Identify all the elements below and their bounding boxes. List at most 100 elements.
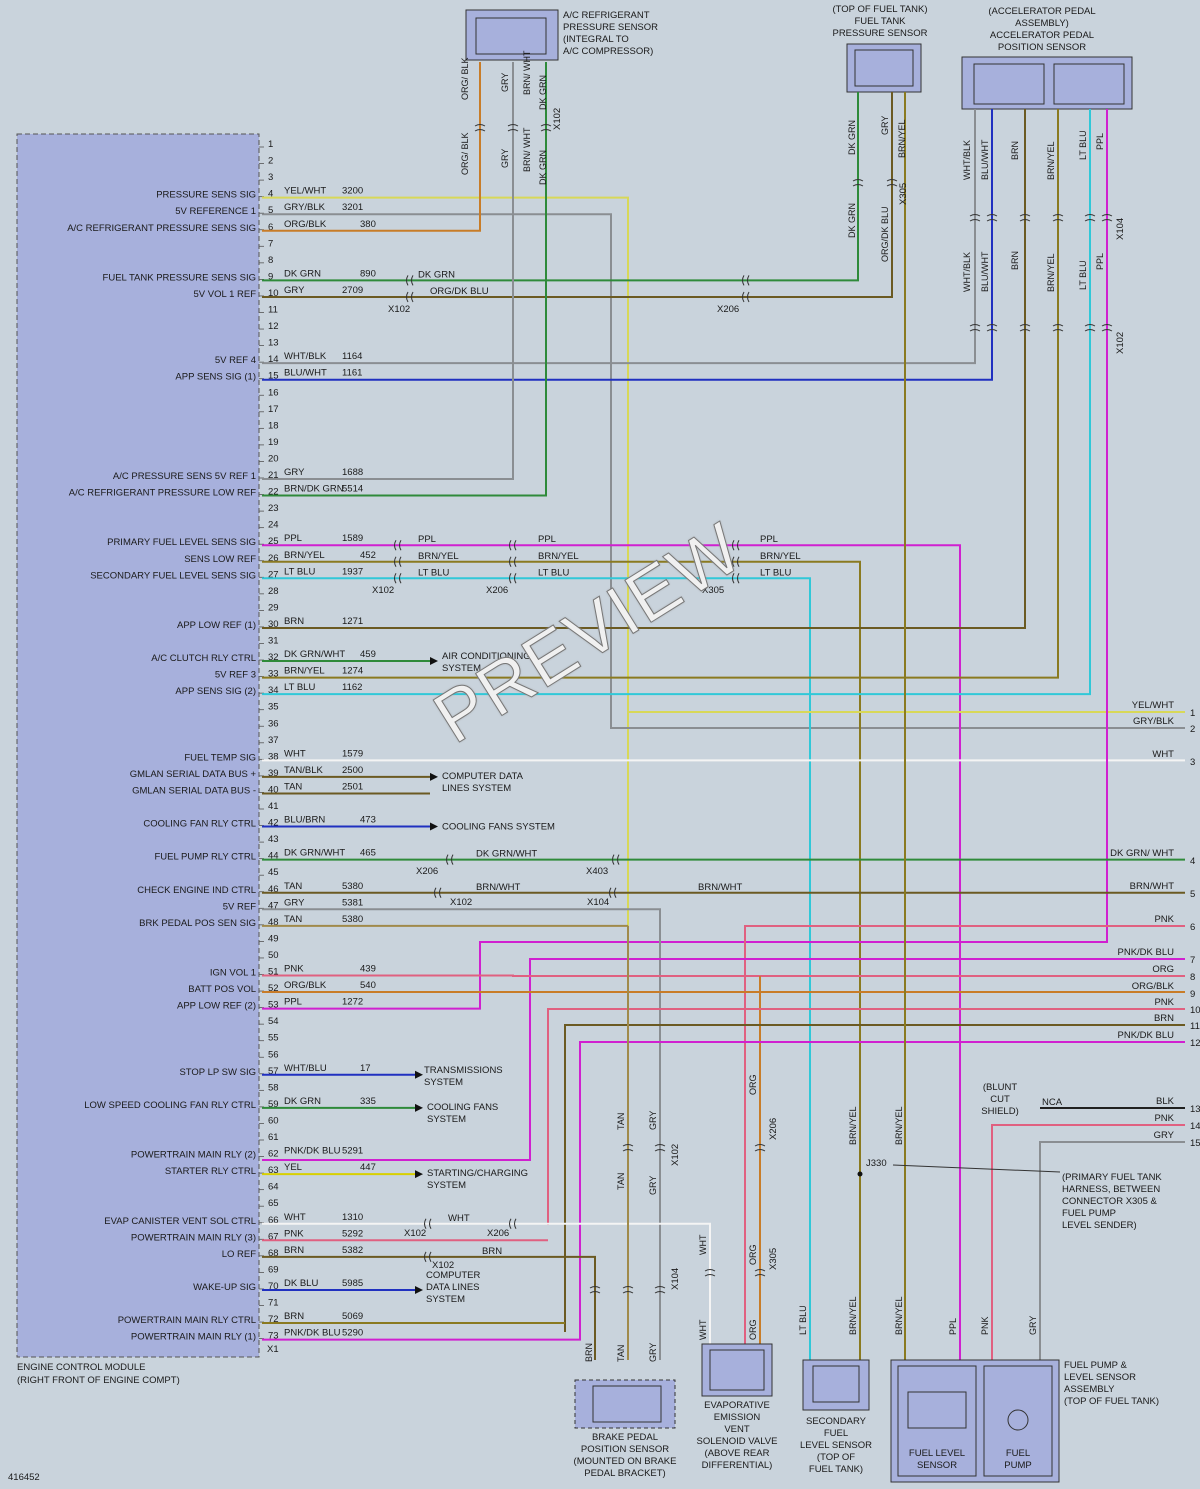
right-pin-number: 2: [1190, 724, 1195, 735]
circuit-number: 5292: [342, 1228, 363, 1239]
ftp-sensor-box: [846, 43, 922, 93]
system-label: COMPUTER DATA: [442, 771, 524, 782]
ecm-pin-number: 9: [268, 271, 273, 282]
ecm-pin-label: PRESSURE SENS SIG: [156, 190, 256, 201]
wire-color-label: BRN/YEL: [284, 550, 325, 561]
vertical-wire-label: DK GRN: [538, 150, 548, 185]
connector-symbol: [622, 1144, 634, 1152]
right-pin-number: 8: [1190, 972, 1195, 983]
secondary-fuel-sensor-label: FUEL TANK): [809, 1464, 863, 1475]
splice-note: (PRIMARY FUEL TANK: [1062, 1172, 1162, 1183]
right-pin-number: 10: [1190, 1005, 1200, 1016]
wire-color-label: PPL: [760, 534, 778, 545]
connector-symbol: [1084, 214, 1096, 222]
connector-symbol: [852, 179, 864, 187]
vertical-wire-label: BRN: [584, 1343, 594, 1362]
wire-color-label: GRY: [284, 467, 305, 478]
wire-color-label: DK BLU: [284, 1278, 318, 1289]
wire-color-label: BRN: [284, 1311, 304, 1322]
data-arrow-icon: [430, 772, 438, 781]
ecm-pin-number: 40: [268, 784, 279, 795]
circuit-number: 540: [360, 980, 376, 991]
fans-arrow-icon: [430, 822, 438, 831]
vertical-wire-label: BRN/YEL: [1046, 141, 1056, 180]
circuit-number: 5985: [342, 1278, 363, 1289]
connector-symbol: [446, 854, 454, 865]
ecm-pin-number: 36: [268, 718, 279, 729]
wire-color-label: BRN: [284, 616, 304, 627]
nca-label: NCA: [1042, 1097, 1063, 1108]
circuit-number: 890: [360, 268, 376, 279]
system-label: LINES SYSTEM: [442, 783, 511, 794]
circuit-number: 1162: [342, 682, 362, 693]
wire-color-label: LT BLU: [760, 567, 791, 578]
fuel-level-label: FUEL LEVEL: [909, 1448, 965, 1459]
circuit-number: 5380: [342, 914, 363, 925]
ecm-pin-number: 11: [268, 305, 278, 316]
ecm-pin-number: 65: [268, 1198, 279, 1209]
ecm-pin-label: LOW SPEED COOLING FAN RLY CTRL: [84, 1100, 256, 1111]
ftp-sensor-inner: [854, 49, 914, 87]
ac-sensor-label: A/C REFRIGERANT: [563, 10, 650, 21]
ecm-pin-number: 49: [268, 933, 279, 944]
right-wire-color: PNK: [1154, 1113, 1174, 1124]
ecm-pin-label: APP LOW REF (1): [177, 620, 256, 631]
wire-color-label: ORG/DK BLU: [430, 286, 489, 297]
ecm-pin-number: 57: [268, 1066, 279, 1077]
ecm-pin-number: 24: [268, 520, 279, 531]
circuit-number: 459: [360, 649, 376, 660]
circuit-number: 5290: [342, 1328, 363, 1339]
circuit-number: 1274: [342, 666, 363, 677]
ecm-pin-label: 5V VOL 1 REF: [194, 289, 257, 300]
fuel-pump-assembly-label: ASSEMBLY: [1064, 1384, 1115, 1395]
circuit-number: 2709: [342, 285, 363, 296]
connector-symbol: [507, 124, 519, 132]
ecm-pin-number: 53: [268, 1000, 279, 1011]
connector-symbol: [1019, 214, 1031, 222]
ecm-pin-label: FUEL TANK PRESSURE SENS SIG: [103, 272, 256, 283]
splice-note: LEVEL SENDER): [1062, 1220, 1137, 1231]
connector-x403: X403: [586, 866, 608, 877]
right-pin-number: 1: [1190, 708, 1195, 719]
wire-color-label: TAN/BLK: [284, 765, 324, 776]
wire-pin26: [262, 560, 861, 1360]
wire-color-label: BLU/BRN: [284, 815, 325, 826]
ecm-pin-label: CHECK ENGINE IND CTRL: [137, 885, 256, 896]
ecm-pin-label: APP SENS SIG (1): [175, 372, 256, 383]
ecm-pin-number: 23: [268, 503, 279, 514]
vertical-wire-label: DK GRN: [847, 203, 857, 238]
ecm-pin-number: 28: [268, 586, 279, 597]
ecm-pin-number: 66: [268, 1215, 279, 1226]
right-pin-number: 7: [1190, 955, 1195, 966]
wire-pin51: [262, 974, 1185, 977]
right-pin-number: 6: [1190, 922, 1195, 933]
ecm-pin-label: COOLING FAN RLY CTRL: [143, 819, 256, 830]
ecm-pin-label: POWERTRAIN MAIN RLY (2): [131, 1150, 256, 1161]
app-sensor-label: POSITION SENSOR: [998, 42, 1086, 53]
system-label: SYSTEM: [426, 1294, 465, 1305]
wire-color-label: DK GRN: [284, 268, 321, 279]
ecm-pin-number: 69: [268, 1264, 279, 1275]
wire-pin25: [262, 544, 961, 1360]
ecm-pin-number: 13: [268, 338, 279, 349]
wire-color-label: BRN/YEL: [760, 551, 801, 562]
ecm-pin-label: 5V REFERENCE 1: [175, 206, 256, 217]
fuel-pump-label: FUEL: [1006, 1448, 1030, 1459]
vertical-wire-label: BRN/YEL: [848, 1296, 858, 1335]
vertical-wire-label: LT BLU: [798, 1305, 808, 1335]
connector-symbol: [732, 573, 740, 584]
right-wire-color: PNK: [1154, 997, 1174, 1008]
brake-sensor-label: (MOUNTED ON BRAKE: [574, 1456, 677, 1467]
right-pin-number: 9: [1190, 989, 1195, 1000]
connector-symbol: [986, 214, 998, 222]
ecm-pin-number: 50: [268, 950, 279, 961]
wire-color-label: BRN/DK GRN: [284, 484, 344, 495]
connector-x206: X206: [487, 1228, 509, 1239]
ecm-pin-number: 26: [268, 553, 279, 564]
ecm-pin-number: 72: [268, 1314, 279, 1325]
connector-symbol: [742, 275, 750, 286]
ecm-connector-label: X1: [267, 1344, 279, 1355]
vertical-wire-label: ORG/ BLK: [460, 132, 470, 175]
fuel-level-label: SENSOR: [917, 1460, 957, 1471]
